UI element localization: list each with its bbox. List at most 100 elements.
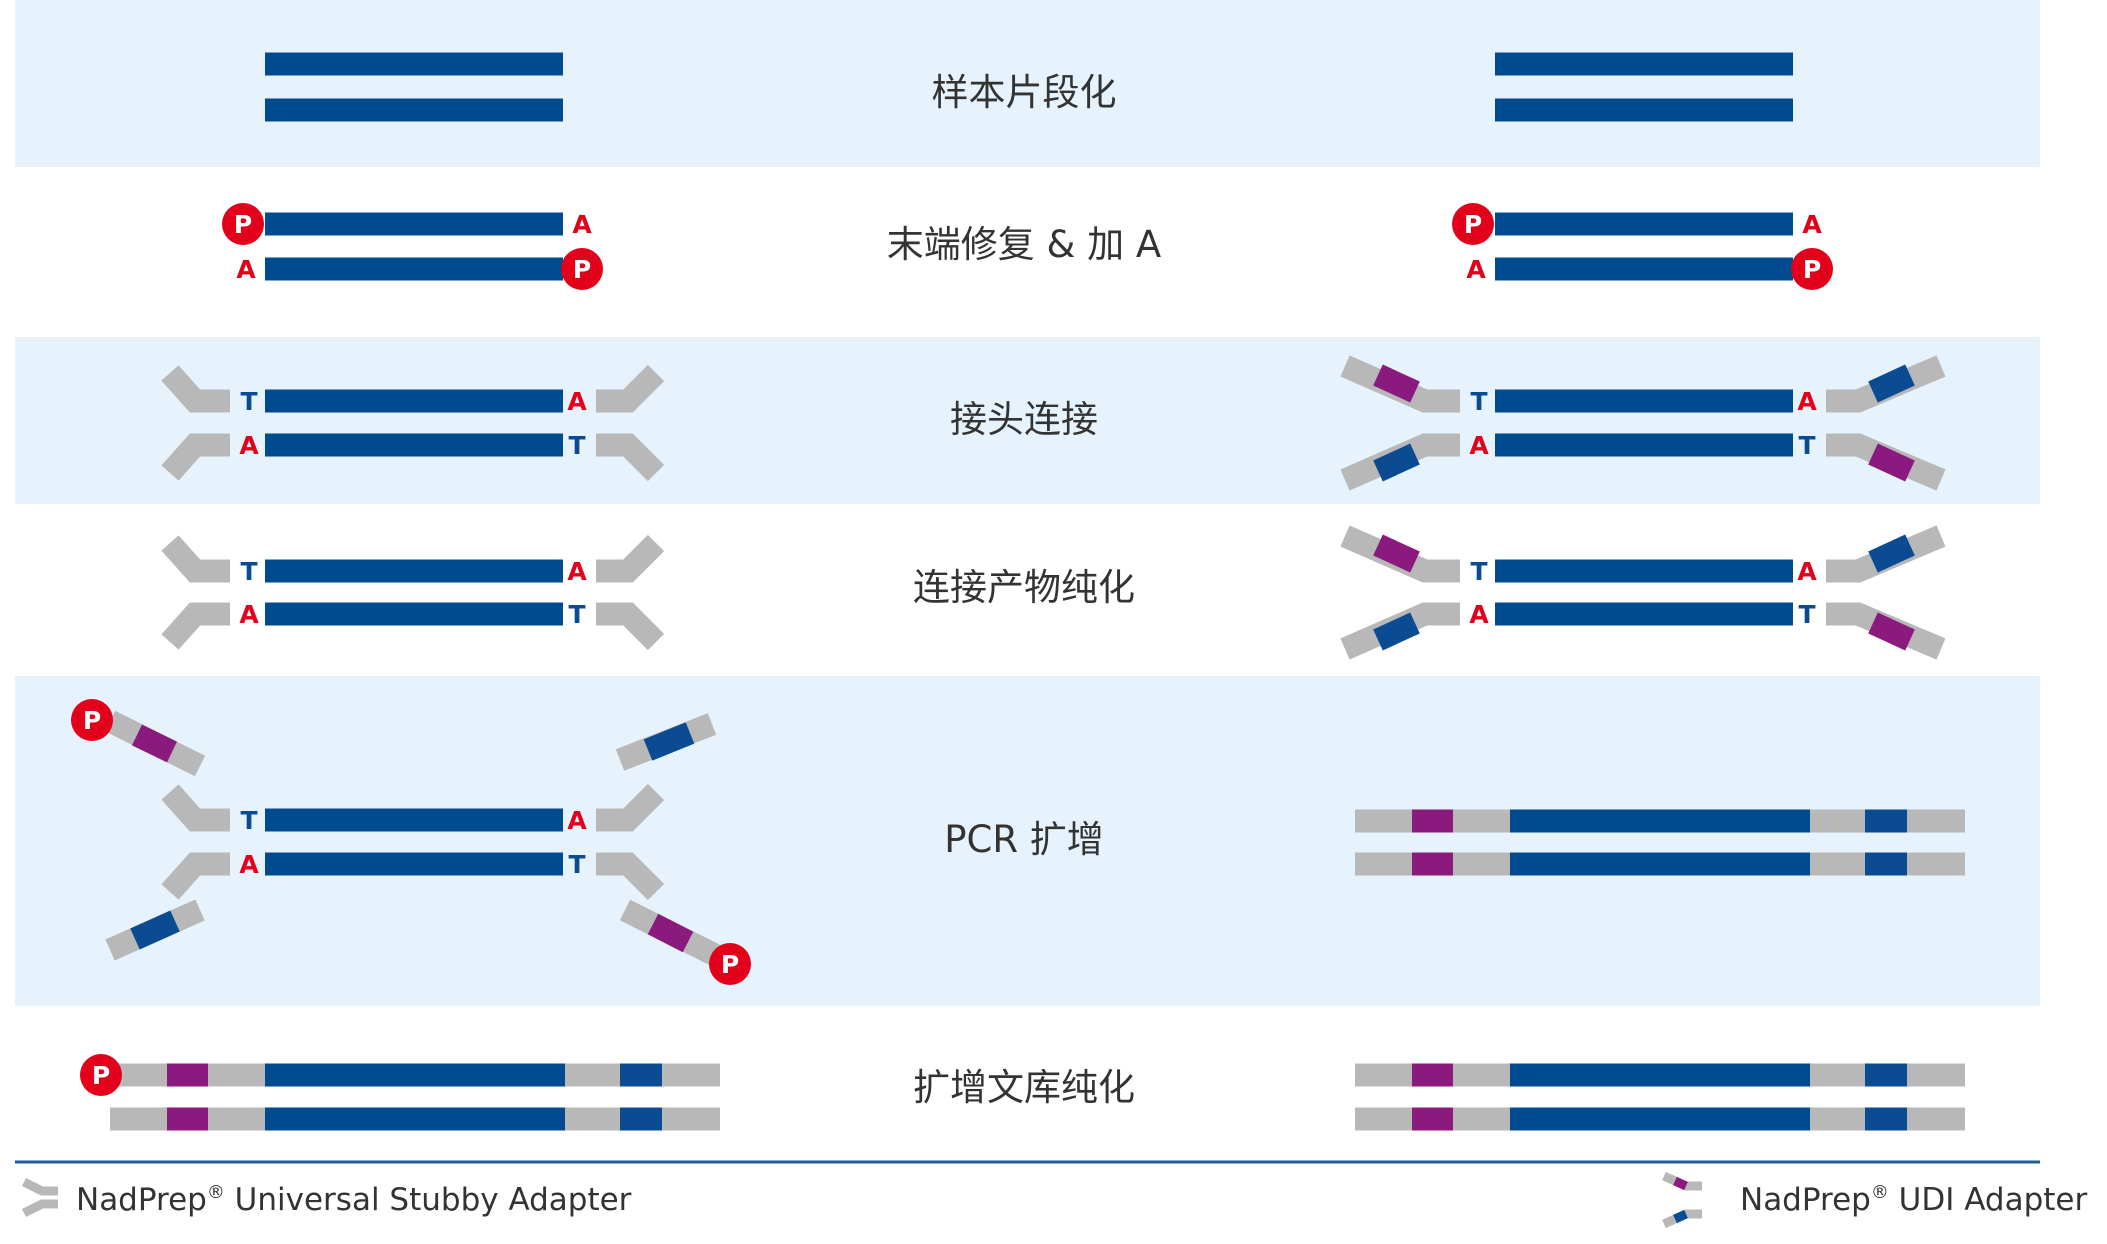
a-tail-letter: A [1802, 210, 1822, 239]
t-overhang-letter: T [240, 387, 257, 416]
library-index-purple [167, 1107, 208, 1131]
step-label-pcr: PCR 扩增 [944, 818, 1104, 861]
step-label-fragmentation: 样本片段化 [932, 71, 1117, 114]
a-tail-letter: A [1469, 431, 1489, 460]
stubby-adapter-arm [596, 364, 665, 413]
dna-strand [265, 257, 563, 281]
a-tail-letter: A [1466, 255, 1486, 284]
udi-index-purple [1868, 443, 1915, 482]
udi-index-purple [1868, 612, 1915, 651]
phosphate-circle [80, 1054, 122, 1096]
dna-strand [265, 433, 563, 457]
library-index-blue [620, 1063, 662, 1087]
legend-stubby-adapter-label: NadPrep® Universal Stubby Adapter [76, 1182, 632, 1218]
phosphate-circle [561, 248, 603, 290]
stubby-adapter-arm [1826, 602, 1946, 660]
a-tail-letter: A [567, 387, 587, 416]
stubby-adapter-arm [1826, 525, 1946, 583]
dna-strand [265, 1107, 565, 1131]
stubby-adapter-arm [161, 535, 230, 583]
library-index-blue [1865, 852, 1907, 876]
primer-index-blue [643, 722, 695, 761]
dna-strand [265, 1063, 565, 1087]
t-overhang-letter: T [568, 600, 585, 629]
phosphate-circle [222, 203, 264, 245]
stubby-adapter-arm [596, 783, 665, 832]
primer-index-blue [130, 910, 180, 950]
a-tail-letter: A [239, 600, 259, 629]
dna-strand [1495, 559, 1793, 583]
dna-strand [265, 52, 563, 76]
a-tail-letter: A [567, 557, 587, 586]
stubby-adapter-arm [161, 602, 230, 650]
t-overhang-letter: T [568, 431, 585, 460]
dna-strand [1510, 1107, 1810, 1131]
stubby-adapter-arm [1340, 355, 1460, 413]
dna-strand [265, 389, 563, 413]
phosphate-label: P [573, 255, 591, 284]
phosphate-label: P [721, 950, 739, 979]
stubby-adapter-arm [1340, 602, 1460, 660]
a-tail-letter: A [567, 806, 587, 835]
stubby-adapter-arm [161, 433, 230, 481]
t-overhang-letter: T [240, 806, 257, 835]
library-index-purple [1412, 1063, 1453, 1087]
step-band-3 [15, 676, 2040, 1006]
step-label-end-repair: 末端修复 & 加 A [887, 223, 1161, 266]
a-tail-letter: A [572, 210, 592, 239]
stubby-adapter-arm [596, 433, 665, 482]
a-tail-letter: A [1469, 600, 1489, 629]
dna-strand [265, 212, 563, 236]
dna-strand [1510, 809, 1810, 833]
phosphate-label: P [83, 706, 101, 735]
dna-strand [1495, 389, 1793, 413]
a-tail-letter: A [1797, 557, 1817, 586]
stubby-adapter-arm [596, 852, 665, 901]
phosphate-circle [709, 943, 751, 985]
library-index-purple [1412, 809, 1453, 833]
dna-strand [265, 559, 563, 583]
phosphate-label: P [1803, 255, 1821, 284]
library-index-blue [1865, 1063, 1907, 1087]
t-overhang-letter: T [240, 557, 257, 586]
dna-strand [265, 602, 563, 626]
udi-index-blue [1868, 364, 1915, 403]
primer-index-purple [647, 913, 694, 953]
stubby-adapter-arm [1340, 525, 1460, 583]
t-overhang-letter: T [568, 850, 585, 879]
dna-strand [1495, 602, 1793, 626]
stubby-adapter-arm [1826, 355, 1946, 413]
dna-strand [265, 98, 563, 122]
library-index-purple [167, 1063, 208, 1087]
udi-index-purple [1373, 364, 1420, 403]
t-overhang-letter: T [1798, 600, 1815, 629]
a-tail-letter: A [239, 850, 259, 879]
dna-strand [265, 852, 563, 876]
dna-strand [1495, 98, 1793, 122]
stubby-adapter-arm [161, 365, 230, 413]
step-band-1 [15, 0, 2040, 167]
phosphate-label: P [1464, 210, 1482, 239]
legend-udi-adapter-label: NadPrep® UDI Adapter [1740, 1182, 2087, 1218]
stubby-adapter-arm [596, 534, 665, 583]
dna-strand [1495, 433, 1793, 457]
dna-strand [1495, 212, 1793, 236]
dna-strand [1495, 52, 1793, 76]
a-tail-letter: A [1797, 387, 1817, 416]
step-label-library-cleanup: 扩增文库纯化 [913, 1066, 1135, 1109]
stubby-adapter-arm [1826, 433, 1946, 491]
phosphate-label: P [234, 210, 252, 239]
t-overhang-letter: T [1470, 387, 1487, 416]
udi-index-purple [1373, 534, 1420, 573]
step-label-ligation-cleanup: 连接产物纯化 [913, 566, 1135, 609]
phosphate-circle [1791, 248, 1833, 290]
stubby-adapter-arm [1340, 433, 1460, 491]
dna-strand [1495, 257, 1793, 281]
dna-strand [1510, 1063, 1810, 1087]
dna-strand [265, 808, 563, 832]
a-tail-letter: A [239, 431, 259, 460]
t-overhang-letter: T [1798, 431, 1815, 460]
stubby-adapter-arm [161, 852, 230, 900]
